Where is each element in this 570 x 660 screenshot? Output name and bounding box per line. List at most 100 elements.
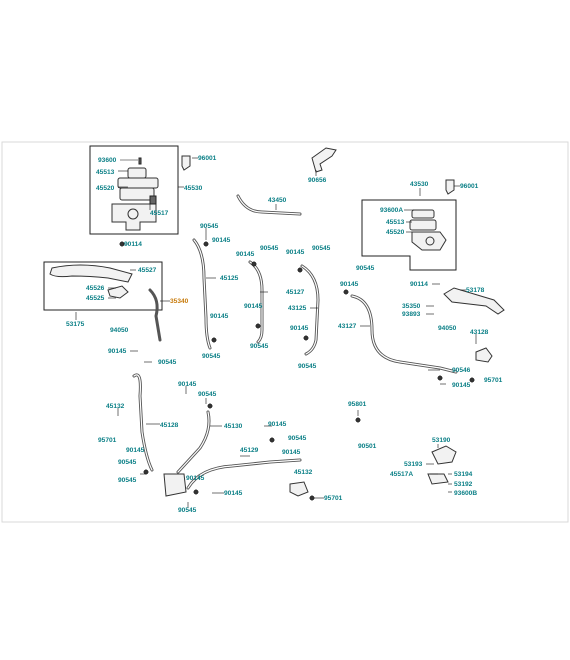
part-label-45527: 45527 — [138, 267, 157, 274]
part-label-95701-b: 95701 — [98, 437, 117, 444]
junction-block-part — [163, 473, 187, 497]
part-label-90114-rear: 90114 — [410, 281, 428, 288]
part-label-90545-m: 90545 — [178, 507, 197, 514]
part-label-35350: 35350 — [402, 303, 421, 310]
part-label-53178: 53178 — [466, 287, 485, 294]
part-label-90545-b: 90545 — [260, 245, 279, 252]
part-label-95701: 95701 — [484, 377, 503, 384]
part-label-45526: 45526 — [86, 285, 105, 292]
part-label-53190: 53190 — [432, 437, 451, 444]
part-label-45125: 45125 — [220, 275, 239, 282]
front-brake-lever-part — [49, 264, 133, 283]
part-label-53194: 53194 — [454, 471, 473, 478]
front-reservoir-bolt-part — [138, 157, 142, 165]
banjo-bolts — [119, 241, 475, 501]
hose-45130 — [176, 410, 211, 474]
rear-master-cylinder-part — [409, 209, 447, 251]
rear-master-cylinder-group-box — [361, 199, 457, 271]
part-label-90545-j: 90545 — [288, 435, 307, 442]
part-label-95801: 95801 — [348, 401, 367, 408]
part-label-90145-b: 90145 — [286, 249, 305, 256]
part-label-45525: 45525 — [86, 295, 105, 302]
part-label-90145-l: 90145 — [126, 447, 145, 454]
switch-wire-35340 — [148, 288, 162, 342]
part-label-90501: 90501 — [358, 443, 377, 450]
part-labels: 93600 96001 45513 45520 45530 45517 9065… — [66, 155, 503, 514]
part-label-90145-h: 90145 — [108, 348, 127, 355]
part-label-90114: 90114 — [124, 241, 142, 248]
part-label-90145-d: 90145 — [340, 281, 359, 288]
part-label-90145: 90145 — [212, 237, 231, 244]
part-label-90545-c: 90545 — [312, 245, 331, 252]
part-label-90545-g: 90545 — [298, 363, 317, 370]
part-label-90545-k: 90545 — [118, 459, 137, 466]
part-label-90545-i: 90545 — [198, 391, 217, 398]
hose-45127 — [248, 260, 264, 344]
part-label-45130: 45130 — [224, 423, 243, 430]
part-label-43450: 43450 — [268, 197, 287, 204]
part-label-93600A: 93600A — [380, 207, 403, 214]
part-label-35340: 35340 — [170, 298, 189, 305]
part-label-45132: 45132 — [106, 403, 125, 410]
part-label-90545-e: 90545 — [250, 343, 269, 350]
front-master-cylinder-group-box — [89, 145, 179, 235]
part-label-43125: 43125 — [288, 305, 307, 312]
bracket-90656-part — [311, 147, 337, 173]
front-master-cylinder-part — [111, 167, 159, 231]
part-label-90545-d: 90545 — [356, 265, 375, 272]
part-label-45517A: 45517A — [390, 471, 413, 478]
part-label-93893: 93893 — [402, 311, 421, 318]
part-label-90145-k: 90145 — [268, 421, 287, 428]
diagram-frame — [1, 141, 569, 523]
part-label-53193: 53193 — [404, 461, 423, 468]
leader-lines — [75, 157, 477, 508]
part-label-95701-c: 95701 — [324, 495, 343, 502]
part-label-96001-rear: 96001 — [460, 183, 479, 190]
part-label-43128: 43128 — [470, 329, 489, 336]
part-label-90545: 90545 — [200, 223, 219, 230]
clip-43128-part — [475, 347, 493, 363]
part-label-90145-c: 90145 — [236, 251, 255, 258]
part-label-90545-f: 90545 — [202, 353, 221, 360]
part-label-90145-n: 90145 — [224, 490, 243, 497]
part-label-90145-g: 90145 — [290, 325, 309, 332]
clip-45132-part — [289, 481, 309, 497]
part-label-53175: 53175 — [66, 321, 85, 328]
part-label-45129: 45129 — [240, 447, 259, 454]
front-lever-group-box — [43, 261, 163, 311]
part-label-90145-f: 90145 — [210, 313, 229, 320]
brake-light-switch-part — [181, 155, 191, 171]
part-label-43530: 43530 — [410, 181, 429, 188]
rear-switch-assembly-part — [431, 445, 457, 465]
part-label-90145-j: 90145 — [178, 381, 197, 388]
part-label-45530: 45530 — [184, 185, 203, 192]
part-label-90145-e: 90145 — [244, 303, 263, 310]
part-label-90545-l: 90545 — [118, 477, 137, 484]
front-lever-bracket-part — [107, 285, 129, 299]
hose-45128 — [132, 373, 154, 472]
part-label-90145-i: 90145 — [452, 382, 471, 389]
part-label-96001: 96001 — [198, 155, 217, 162]
part-label-43127: 43127 — [338, 323, 357, 330]
part-label-94050: 94050 — [110, 327, 129, 334]
rear-switch-part — [445, 179, 455, 195]
part-label-45520: 45520 — [96, 185, 115, 192]
part-label-90145-m: 90145 — [282, 449, 301, 456]
part-label-90546: 90546 — [452, 367, 471, 374]
part-label-90656: 90656 — [308, 177, 327, 184]
part-label-45513: 45513 — [96, 169, 115, 176]
part-label-45520-rear: 45520 — [386, 229, 405, 236]
part-label-45127: 45127 — [286, 289, 305, 296]
part-label-90145-o: 90145 — [186, 475, 205, 482]
part-label-45128: 45128 — [160, 422, 179, 429]
part-label-93600B: 93600B — [454, 490, 477, 497]
part-label-90545-h: 90545 — [158, 359, 177, 366]
bracket-53192-part — [427, 473, 449, 485]
part-label-94050-rear: 94050 — [438, 325, 457, 332]
part-label-45517: 45517 — [150, 210, 169, 217]
part-label-45513-rear: 45513 — [386, 219, 405, 226]
part-label-45132-b: 45132 — [294, 469, 313, 476]
part-label-53192: 53192 — [454, 481, 473, 488]
part-label-93600: 93600 — [98, 157, 117, 164]
